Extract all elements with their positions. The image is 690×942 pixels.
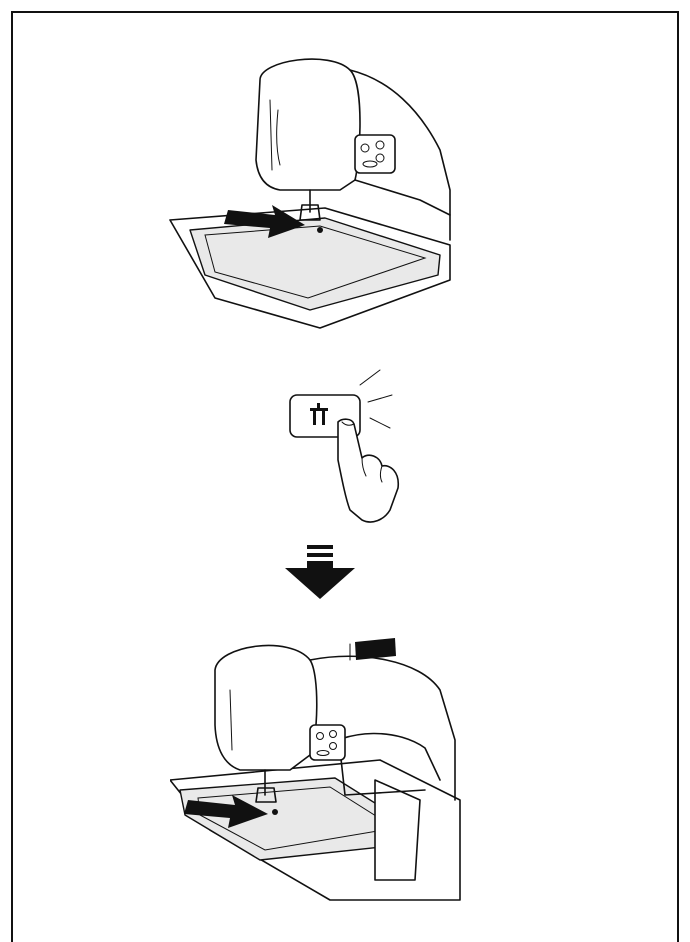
down-arrow-icon (285, 545, 355, 600)
button-press-illustration (280, 360, 420, 530)
sewing-machine-bottom-illustration (170, 630, 470, 920)
control-panel (355, 135, 395, 173)
machine-head (256, 59, 360, 190)
sewing-machine-top-illustration (160, 40, 460, 340)
thread-spool (355, 638, 396, 660)
pressing-finger (338, 419, 398, 522)
